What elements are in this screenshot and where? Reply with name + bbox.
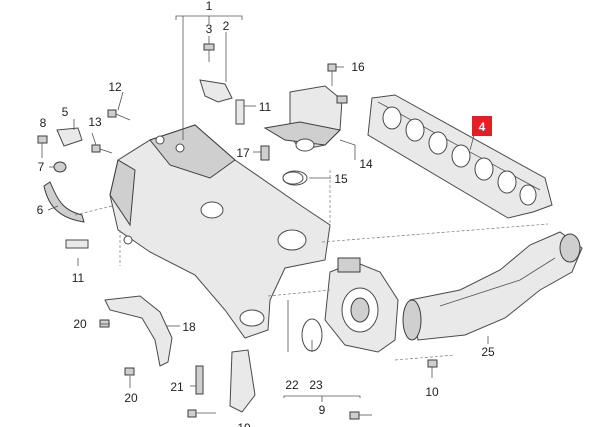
callout-9[interactable]: 9 [319, 403, 326, 417]
callout-12[interactable]: 12 [108, 80, 122, 94]
intake-manifold [109, 124, 331, 339]
callout-21[interactable]: 21 [170, 380, 184, 394]
callout-18[interactable]: 18 [182, 320, 196, 334]
callout-23[interactable]: 23 [309, 378, 323, 392]
callout-6[interactable]: 6 [37, 203, 44, 217]
callout-3[interactable]: 3 [206, 22, 213, 36]
air-intake-pipe [402, 231, 583, 341]
callout-13[interactable]: 13 [88, 115, 102, 129]
leader-lines [47, 15, 489, 402]
support-bracket [104, 295, 173, 367]
throttle-body [301, 257, 399, 353]
highlight-box [472, 116, 492, 136]
small-parts [37, 43, 438, 420]
callout-15[interactable]: 15 [334, 172, 348, 186]
callout-22[interactable]: 22 [285, 378, 299, 392]
manifold-gasket [367, 94, 553, 219]
callout-2[interactable]: 2 [223, 19, 230, 33]
callout-17[interactable]: 17 [236, 146, 250, 160]
callout-11-lower[interactable]: 11 [72, 271, 85, 285]
callout-4[interactable]: 4 [479, 120, 486, 134]
callout-1[interactable]: 1 [206, 0, 213, 13]
callout-14[interactable]: 14 [359, 157, 373, 171]
callout-10[interactable]: 10 [425, 385, 439, 399]
callout-8[interactable]: 8 [40, 116, 47, 130]
callout-20-lower[interactable]: 20 [124, 391, 138, 405]
callout-5[interactable]: 5 [62, 105, 69, 119]
callout-7[interactable]: 7 [38, 160, 45, 174]
callout-16[interactable]: 16 [351, 60, 365, 74]
callout-19[interactable]: 19 [237, 421, 251, 427]
callout-25[interactable]: 25 [481, 345, 495, 359]
callout-20-upper[interactable]: 20 [73, 317, 87, 331]
egr-valve [263, 85, 348, 186]
callouts: 1 2 3 4 5 6 7 8 9 10 11 11 12 13 14 15 1… [37, 0, 495, 427]
reference-lines [74, 170, 549, 361]
callout-11-upper[interactable]: 11 [259, 100, 272, 114]
